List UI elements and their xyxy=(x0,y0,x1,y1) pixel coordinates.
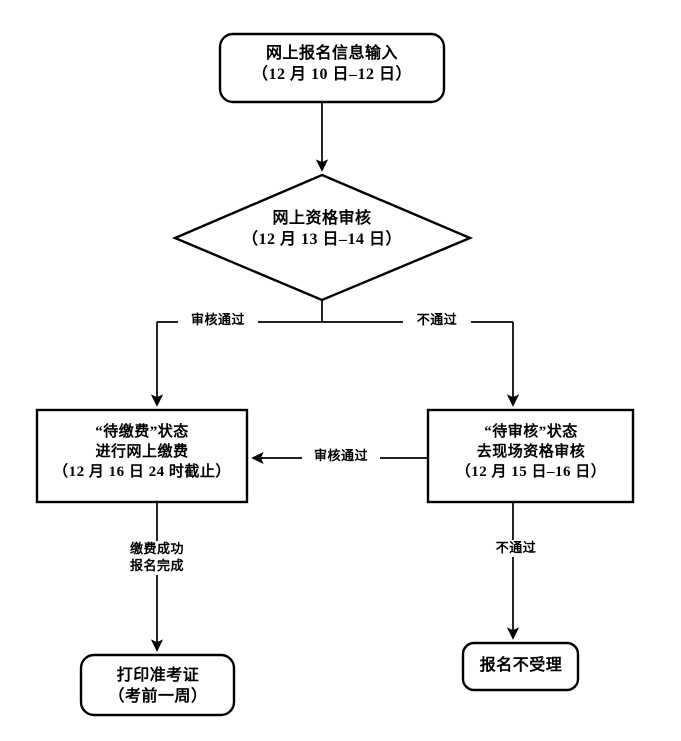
edge-label-onsite-fail: 不通过 xyxy=(482,540,550,557)
edge-label-payment-success: 缴费成功 报名完成 xyxy=(113,541,201,575)
edge-label-line: 审核通过 xyxy=(313,448,368,463)
node-pending-payment-label: “待缴费”状态 进行网上缴费 （12 月 16 日 24 时截止） xyxy=(40,423,244,482)
node-label-line: “待缴费”状态 xyxy=(95,424,189,440)
node-label-line: 报名不受理 xyxy=(479,657,563,674)
node-label-line: 网上报名信息输入 xyxy=(265,45,398,62)
node-label-line: 去现场资格审核 xyxy=(476,443,586,460)
node-label-line: （12 月 13 日–14 日） xyxy=(241,231,402,249)
edge-label-line: 缴费成功 xyxy=(129,541,184,556)
node-registration-rejected-label: 报名不受理 xyxy=(466,655,576,676)
node-pending-payment-shape xyxy=(35,408,249,504)
node-label-line: 打印准考证 xyxy=(116,667,200,684)
node-label-line: （12 月 16 日 24 时截止） xyxy=(53,463,231,480)
edge-label-line: 审核通过 xyxy=(190,312,245,327)
edge-label-audit-fail: 不通过 xyxy=(403,312,471,329)
node-pending-review-label: “待审核”状态 去现场资格审核 （12 月 15 日–16 日） xyxy=(430,423,632,482)
edge-label-audit-pass: 审核通过 xyxy=(178,312,258,329)
edge-label-onsite-pass: 审核通过 xyxy=(302,448,380,465)
node-print-admission-ticket-label: 打印准考证 （考前一周） xyxy=(84,665,232,707)
node-label-line: “待审核”状态 xyxy=(484,424,578,440)
edge-label-line: 不通过 xyxy=(416,312,458,327)
edge-label-line: 报名完成 xyxy=(129,557,184,573)
node-label-line: 进行网上缴费 xyxy=(95,443,189,460)
node-label-line: （12 月 10 日–12 日） xyxy=(251,66,412,84)
node-registration-rejected-shape xyxy=(461,641,580,692)
node-pending-review-shape xyxy=(426,408,635,504)
node-label-line: （12 月 15 日–16 日） xyxy=(455,463,607,480)
node-label-line: 网上资格审核 xyxy=(272,210,372,227)
node-label-line: （考前一周） xyxy=(108,688,208,706)
node-online-registration-shape xyxy=(218,32,446,104)
node-print-admission-ticket-shape xyxy=(79,653,236,717)
node-online-qualification-audit-label: 网上资格审核 （12 月 13 日–14 日） xyxy=(212,208,432,250)
node-online-registration-label: 网上报名信息输入 （12 月 10 日–12 日） xyxy=(222,43,442,85)
edge-label-line: 不通过 xyxy=(495,540,537,555)
